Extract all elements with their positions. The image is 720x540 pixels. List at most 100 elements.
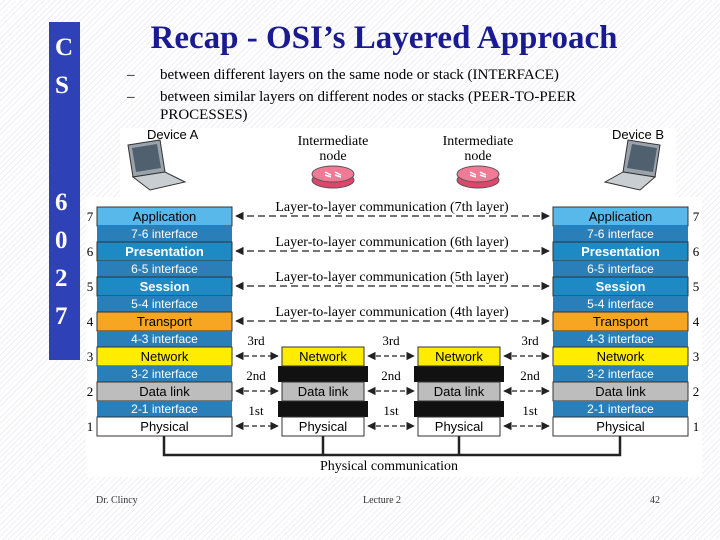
slide-title: Recap - OSI’s Layered Approach xyxy=(150,20,618,56)
interface-band-device-a xyxy=(97,261,232,277)
laptop-icon-device-a xyxy=(127,139,187,191)
interface-band-device-b xyxy=(553,331,688,347)
layer-number: 5 xyxy=(693,279,700,294)
layer-label: Physical xyxy=(596,419,645,434)
interface-band-device-b xyxy=(553,366,688,382)
layer-label: Physical xyxy=(140,419,189,434)
node-separator xyxy=(278,366,368,382)
osi-layer-diagram: Device A Device B Intermediate node Inte… xyxy=(86,127,702,477)
interface-label: 4-3 interface xyxy=(131,332,198,346)
layer-label: Network xyxy=(597,349,645,364)
layer-label: Network xyxy=(141,349,189,364)
hop-label: 2nd xyxy=(246,368,266,383)
layer-number: 7 xyxy=(87,209,94,224)
physical-link xyxy=(162,436,622,457)
interface-label: 5-4 interface xyxy=(131,297,198,311)
peer-comm-label: Layer-to-layer communication (7th layer) xyxy=(275,200,509,215)
device-a-label: Device A xyxy=(147,127,199,142)
footer-lecture: Lecture 2 xyxy=(363,495,402,506)
node-layer-label: Physical xyxy=(299,419,348,434)
bullet-dash: – xyxy=(127,67,135,83)
interface-band-device-a xyxy=(97,226,232,242)
intermediate-node-label: node xyxy=(464,149,491,164)
hop-label: 3rd xyxy=(521,333,539,348)
layer-number: 6 xyxy=(87,244,94,259)
course-code-letter: S xyxy=(55,72,69,99)
node-separator xyxy=(414,401,504,417)
node-layer-label: Network xyxy=(299,349,347,364)
layer-label: Session xyxy=(140,279,190,294)
interface-band-device-a xyxy=(97,296,232,312)
course-code-letter: 7 xyxy=(55,303,68,330)
layer-label: Presentation xyxy=(581,244,660,259)
interface-band-device-b xyxy=(553,261,688,277)
footer-page-number: 42 xyxy=(650,495,660,506)
hop-label: 1st xyxy=(522,403,538,418)
layer-number: 4 xyxy=(87,314,94,329)
interface-band-device-b xyxy=(553,226,688,242)
device-b-label: Device B xyxy=(612,127,664,142)
layer-number: 5 xyxy=(87,279,94,294)
laptop-icon-device-b xyxy=(603,139,661,191)
interface-band-device-a xyxy=(97,331,232,347)
layer-number: 2 xyxy=(693,384,700,399)
layer-label: Transport xyxy=(137,314,193,329)
course-code-letter: C xyxy=(55,34,74,61)
interface-label: 7-6 interface xyxy=(131,227,198,241)
layer-label: Transport xyxy=(593,314,649,329)
interface-band-device-a xyxy=(97,401,232,417)
hop-label: 3rd xyxy=(382,333,400,348)
interface-label: 2-1 interface xyxy=(131,402,198,416)
peer-comm-label: Layer-to-layer communication (4th layer) xyxy=(275,305,509,320)
intermediate-node-label: Intermediate xyxy=(443,134,514,149)
node-layer-box xyxy=(417,346,501,367)
layer-label: Presentation xyxy=(125,244,204,259)
interface-label: 6-5 interface xyxy=(587,262,654,276)
hop-label: 3rd xyxy=(247,333,265,348)
physical-comm-label: Physical communication xyxy=(320,459,458,474)
node-separator xyxy=(414,366,504,382)
bullet-text: between different layers on the same nod… xyxy=(160,67,559,83)
layer-number: 3 xyxy=(693,349,700,364)
peer-comm-label: Layer-to-layer communication (6th layer) xyxy=(275,235,509,250)
interface-label: 5-4 interface xyxy=(587,297,654,311)
bullet-dash: – xyxy=(127,89,135,105)
interface-label: 7-6 interface xyxy=(587,227,654,241)
node-layer-box xyxy=(281,381,365,402)
device-panel xyxy=(120,128,676,198)
course-code-letter: 0 xyxy=(55,227,68,254)
layer-number: 1 xyxy=(87,419,94,434)
intermediate-node-label: node xyxy=(319,149,346,164)
layer-number: 1 xyxy=(693,419,700,434)
bullet-text: between similar layers on different node… xyxy=(160,89,577,105)
hop-label: 1st xyxy=(248,403,264,418)
bullet-text: PROCESSES) xyxy=(160,107,248,123)
hop-label: 2nd xyxy=(520,368,540,383)
node-layer-label: Data link xyxy=(298,384,349,399)
interface-label: 3-2 interface xyxy=(587,367,654,381)
node-layer-box xyxy=(281,346,365,367)
router-icon xyxy=(311,165,355,189)
peer-comm-label: Layer-to-layer communication (5th layer) xyxy=(275,270,509,285)
course-code-bar xyxy=(49,22,80,360)
layer-label: Application xyxy=(133,209,197,224)
node-separator xyxy=(278,401,368,417)
node-layer-label: Data link xyxy=(434,384,485,399)
course-code-letter: 2 xyxy=(55,265,68,292)
node-layer-label: Network xyxy=(435,349,483,364)
footer-author: Dr. Clincy xyxy=(96,495,138,506)
hop-label: 2nd xyxy=(381,368,401,383)
interface-band-device-b xyxy=(553,401,688,417)
intermediate-node-label: Intermediate xyxy=(298,134,369,149)
layer-number: 3 xyxy=(87,349,94,364)
layer-label: Session xyxy=(596,279,646,294)
course-code-letter: 6 xyxy=(55,189,68,216)
interface-label: 3-2 interface xyxy=(131,367,198,381)
interface-label: 6-5 interface xyxy=(131,262,198,276)
hop-label: 1st xyxy=(383,403,399,418)
layer-number: 4 xyxy=(693,314,700,329)
interface-band-device-a xyxy=(97,366,232,382)
interface-label: 2-1 interface xyxy=(587,402,654,416)
router-icon xyxy=(456,165,500,189)
layer-number: 7 xyxy=(693,209,700,224)
